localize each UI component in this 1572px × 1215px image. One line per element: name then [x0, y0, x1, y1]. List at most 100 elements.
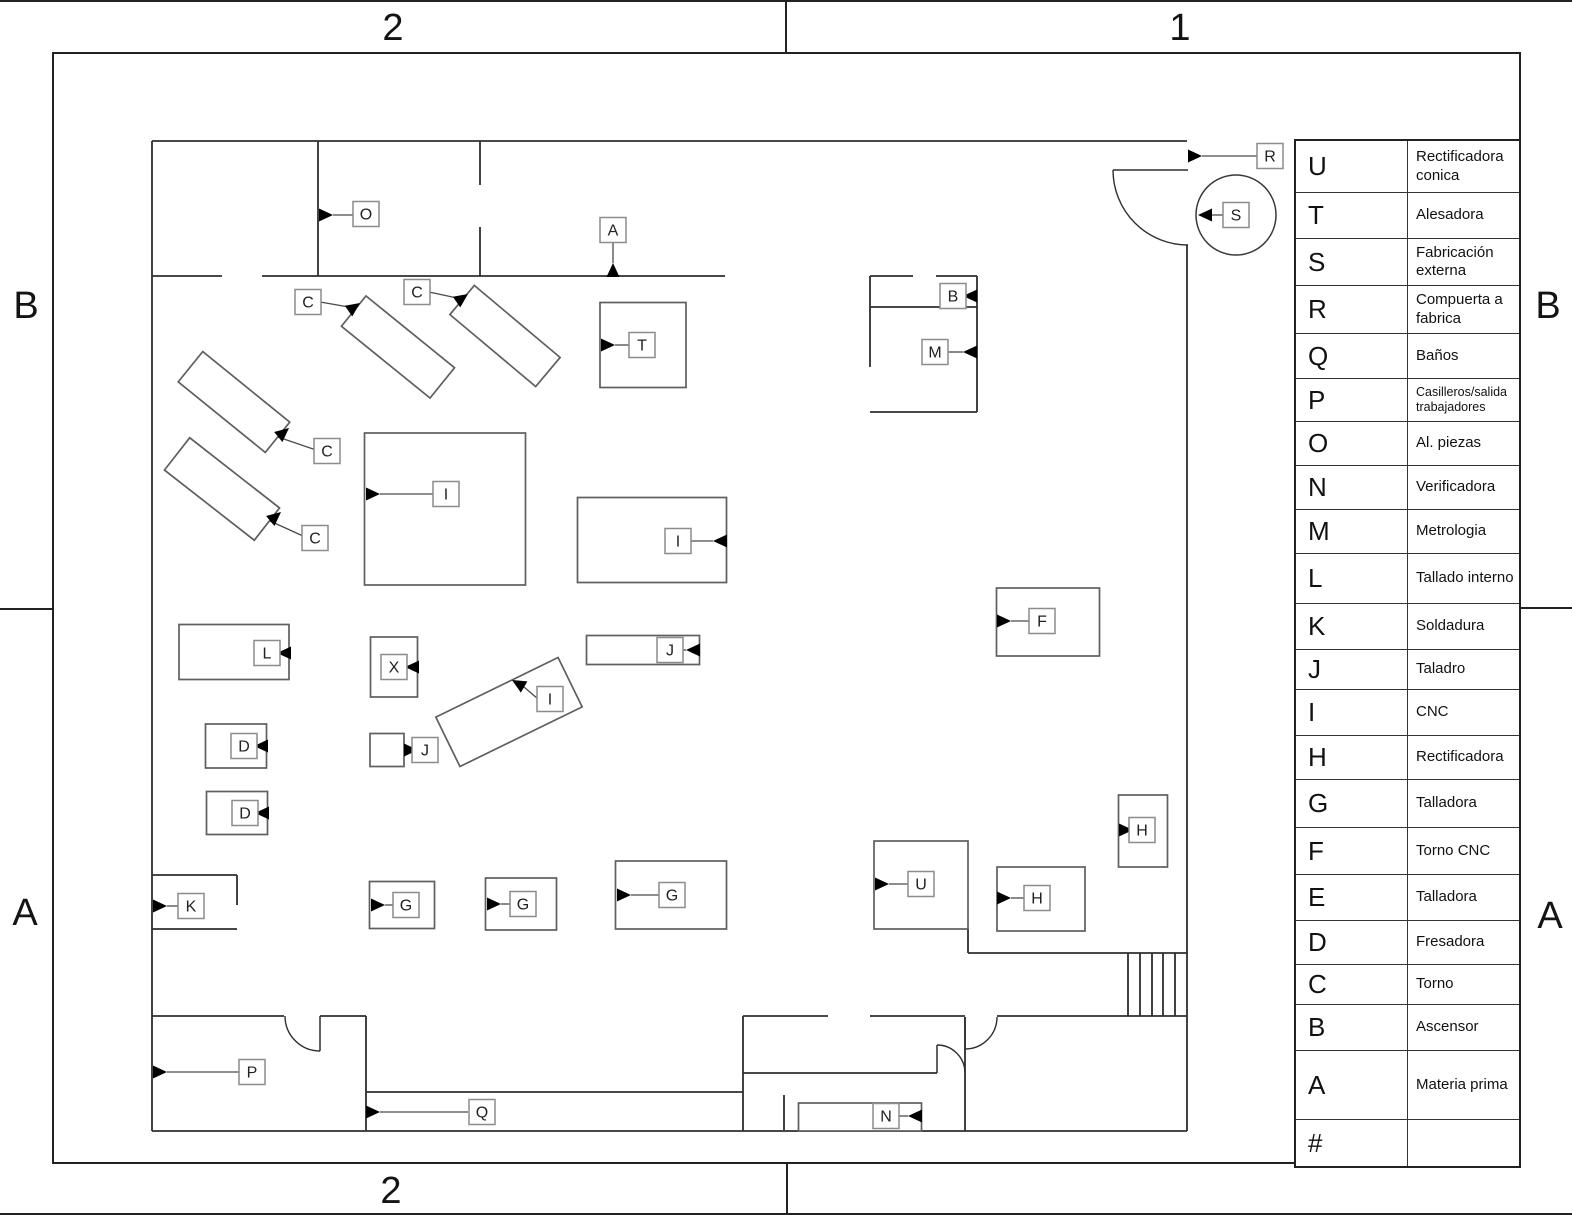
- legend-description: Talladora: [1416, 794, 1477, 812]
- legend-code: E: [1296, 875, 1408, 920]
- legend-code: U: [1296, 141, 1408, 192]
- machine-label-box-P: [238, 1058, 266, 1086]
- machine-cnc-i1: [363, 432, 527, 586]
- machine-label-A: A: [608, 223, 619, 240]
- leader-arrow: [487, 897, 501, 911]
- leader-arrow: [344, 303, 360, 317]
- leader-arrow: [255, 806, 269, 820]
- zone-label: B: [1535, 285, 1560, 327]
- zone-label: 2: [380, 1170, 401, 1212]
- machine-label-box-G: [658, 881, 686, 909]
- machine-label-I: I: [444, 487, 448, 504]
- machine-label-F: F: [1037, 614, 1047, 631]
- leader-arrow: [686, 643, 700, 657]
- legend-description: Materia prima: [1416, 1075, 1508, 1093]
- legend-description: Casilleros/salida trabajadores: [1416, 384, 1508, 414]
- zone-label: A: [12, 892, 38, 934]
- machine-label-box-Q: [468, 1098, 496, 1126]
- machine-label-box-X: [380, 653, 408, 681]
- legend-row-N: N Verificadora: [1296, 465, 1519, 509]
- machine-label-S: S: [1231, 208, 1242, 225]
- leader-arrow: [254, 739, 268, 753]
- machine-label-box-L: [253, 639, 281, 667]
- legend-description: Rectificadora conica: [1416, 148, 1504, 184]
- machine-label-O: O: [360, 207, 372, 224]
- leader-arrow: [366, 487, 380, 501]
- machine-label-box-U: [907, 870, 935, 898]
- machine-label-box-C: [403, 278, 431, 306]
- legend-description: Verificadora: [1416, 478, 1496, 496]
- machine-label-box-D: [230, 732, 258, 760]
- machine-torno-cnc-f: [995, 587, 1101, 657]
- leader-arrow: [153, 899, 167, 913]
- legend-description: Alesadora: [1416, 206, 1484, 224]
- legend-row-hash: #: [1296, 1119, 1519, 1166]
- machine-label-L: L: [263, 646, 272, 663]
- legend-description: Compuerta a fabrica: [1416, 291, 1503, 327]
- machine-label-C: C: [302, 295, 314, 312]
- legend-code: C: [1296, 965, 1408, 1004]
- machine-label-box-F: [1028, 607, 1056, 635]
- leader-arrow: [997, 614, 1011, 628]
- legend-code: R: [1296, 286, 1408, 333]
- machine-label-box-K: [177, 892, 205, 920]
- leader-arrow: [452, 294, 468, 308]
- machine-label-B: B: [948, 289, 959, 306]
- machine-label-box-H: [1128, 816, 1156, 844]
- machine-label-D: D: [238, 739, 250, 756]
- leader-arrow: [908, 1109, 922, 1123]
- legend-code: H: [1296, 736, 1408, 779]
- leader-line: [319, 301, 350, 308]
- machine-label-H: H: [1136, 823, 1148, 840]
- leader-arrow: [997, 891, 1011, 905]
- machine-label-H: H: [1031, 891, 1043, 908]
- machine-label-G: G: [517, 897, 529, 914]
- legend-code: J: [1296, 650, 1408, 689]
- door-arc: [284, 1015, 321, 1052]
- leader-arrow: [1119, 823, 1133, 837]
- legend-code: S: [1296, 239, 1408, 285]
- machine-label-C: C: [309, 531, 321, 548]
- machine-label-box-T: [628, 331, 656, 359]
- legend-description: Torno: [1416, 975, 1454, 993]
- machine-label-box-J: [411, 736, 439, 764]
- leader-arrow: [153, 1065, 167, 1079]
- machine-label-I: I: [676, 534, 680, 551]
- legend-code: F: [1296, 828, 1408, 874]
- door-arc: [936, 1044, 966, 1074]
- machine-cnc-i2: [576, 496, 728, 584]
- leader-arrow: [366, 1105, 380, 1119]
- legend-code: N: [1296, 466, 1408, 509]
- legend-code: L: [1296, 554, 1408, 603]
- machine-label-box-D: [231, 799, 259, 827]
- leader-arrow: [404, 743, 418, 757]
- machine-label-box-C: [294, 288, 322, 316]
- machine-label-G: G: [400, 898, 412, 915]
- legend-description: CNC: [1416, 703, 1449, 721]
- machine-label-box-B: [939, 282, 967, 310]
- machine-label-box-G: [509, 890, 537, 918]
- leader-arrow: [266, 512, 281, 526]
- machine-label-Q: Q: [476, 1105, 488, 1122]
- leader-arrow: [1198, 208, 1212, 222]
- legend-description: Fresadora: [1416, 933, 1485, 951]
- machine-cnc-i3: [434, 656, 584, 768]
- legend-description: Metrologia: [1416, 522, 1487, 540]
- machine-label-T: T: [637, 338, 647, 355]
- machine-label-box-S: [1222, 201, 1250, 229]
- legend-description: Ascensor: [1416, 1018, 1479, 1036]
- machine-label-box-N: [872, 1102, 900, 1130]
